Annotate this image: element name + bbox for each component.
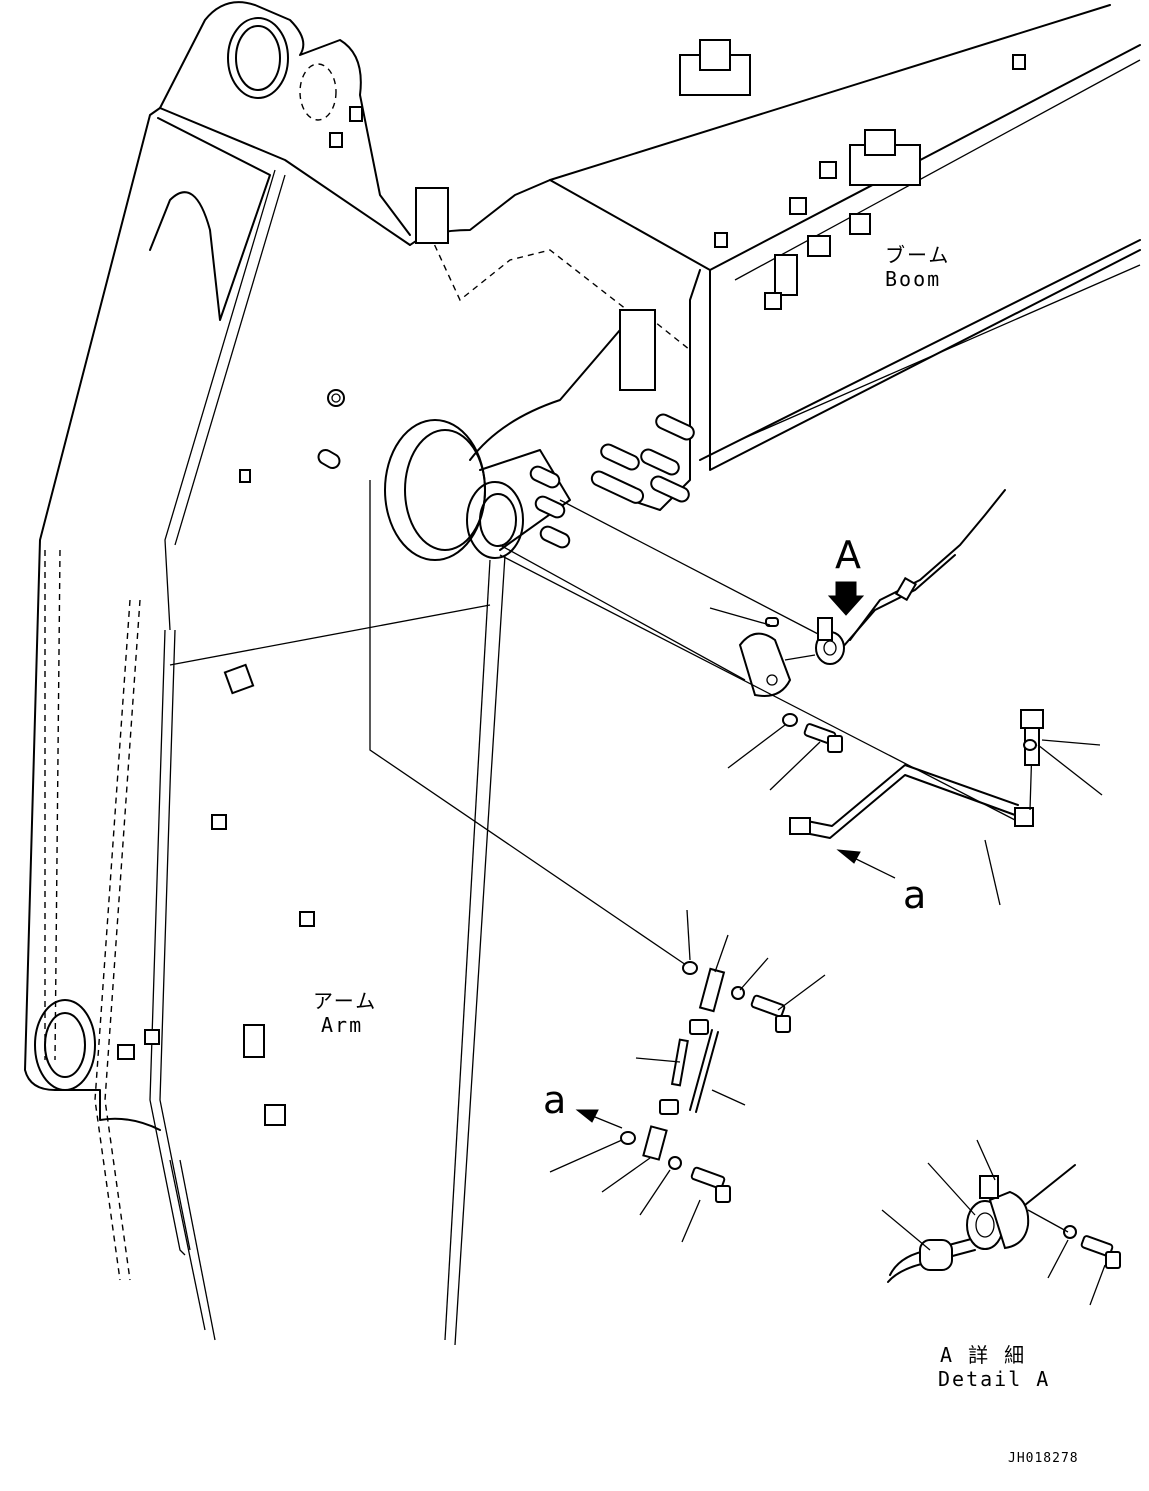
arm-label-jp: アーム <box>313 989 377 1013</box>
down-arrow-icon <box>827 581 865 616</box>
pivot-pin-assembly <box>384 329 843 791</box>
grease-line-parts <box>369 480 826 1243</box>
boom-label-en: Boom <box>885 267 941 291</box>
reference-a-upper: a <box>903 873 926 917</box>
arm-label-en: Arm <box>321 1013 363 1037</box>
view-callout-a: A <box>835 533 861 577</box>
bracket-assembly <box>499 554 1103 906</box>
drawing-number: JH018278 <box>1008 1451 1079 1466</box>
boom-label-jp: ブーム <box>885 243 950 267</box>
clamp-assembly <box>784 489 1006 665</box>
reference-a-lower: a <box>543 1078 566 1122</box>
detail-a-assembly <box>881 1139 1121 1306</box>
detail-a-label-jp: A 詳 細 <box>940 1343 1026 1367</box>
boom-structure <box>329 4 1141 511</box>
arm-structure <box>24 1 506 1346</box>
detail-a-label-en: Detail A <box>938 1367 1050 1391</box>
